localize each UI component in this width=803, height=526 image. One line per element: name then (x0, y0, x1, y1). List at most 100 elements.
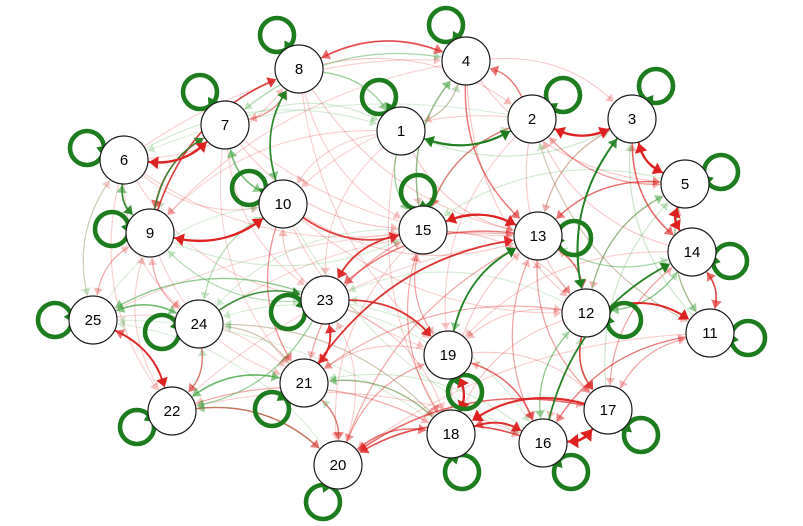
self-loop-17 (621, 415, 661, 455)
edge-arrow-3-14 (663, 225, 674, 236)
edge-13-20 (347, 246, 518, 438)
edge-arrow-7-23 (296, 277, 305, 286)
edge-arrow-18-24 (224, 319, 232, 330)
edge-arrow-24-25 (116, 303, 126, 313)
edge-6-1 (144, 109, 373, 149)
node-5[interactable] (660, 159, 710, 209)
edge-18-20 (360, 428, 428, 447)
node-10[interactable] (258, 179, 308, 229)
edge-3-12 (576, 137, 619, 283)
edge-arrow-11-17 (619, 379, 628, 389)
edge-arrow-11-14 (706, 272, 716, 282)
node-15[interactable] (398, 205, 448, 255)
edge-11-20 (361, 333, 687, 449)
node-12[interactable] (561, 288, 611, 338)
edge-arrow-20-23 (336, 322, 345, 331)
edge-10-7 (230, 154, 263, 193)
edge-arrow-5-2 (549, 137, 558, 146)
edge-arrow-8-1 (378, 101, 387, 111)
edge-arrow-21-12 (553, 304, 562, 314)
edge-2-19 (444, 136, 516, 326)
node-23[interactable] (300, 275, 350, 325)
node-4[interactable] (441, 36, 491, 86)
edge-arrow-19-13 (505, 247, 517, 258)
edge-arrow-9-8 (266, 77, 277, 88)
node-17[interactable] (583, 385, 633, 435)
edge-10-16 (294, 224, 517, 432)
edge-24-22 (191, 347, 203, 389)
edge-3-1 (428, 129, 611, 157)
edge-arrow-13-20 (344, 433, 354, 442)
edge-21-13 (317, 240, 508, 364)
edge-arrow-5-15 (443, 208, 453, 217)
node-1[interactable] (376, 106, 426, 156)
node-3[interactable] (607, 94, 657, 144)
edge-arrow-10-9 (174, 233, 185, 247)
edge-23-19 (348, 299, 428, 333)
self-loop-4 (426, 5, 466, 45)
node-18[interactable] (426, 409, 476, 459)
edge-7-13 (243, 139, 509, 237)
edge-20-23 (338, 325, 356, 443)
edge-arrow-3-2 (554, 127, 566, 139)
node-14[interactable] (667, 227, 717, 277)
node-8[interactable] (274, 44, 324, 94)
edge-arrow-14-17 (605, 377, 616, 386)
edge-4-7 (247, 53, 443, 107)
edge-arrow-2-12 (562, 285, 571, 294)
node-19[interactable] (423, 330, 473, 380)
edge-10-12 (301, 218, 557, 314)
node-9[interactable] (125, 208, 175, 258)
edge-9-15 (171, 241, 397, 267)
edge-24-21 (222, 325, 287, 360)
edge-arrow-4-9 (167, 206, 176, 215)
edge-arrow-23-22 (196, 399, 205, 410)
edge-arrow-19-24 (223, 310, 232, 320)
edge-arrow-13-15 (446, 211, 458, 224)
node-7[interactable] (200, 100, 250, 150)
edge-arrow-2-4 (489, 65, 500, 77)
edge-25-22 (114, 329, 164, 383)
edge-5-12 (592, 195, 665, 285)
edge-arrow-11-2 (537, 142, 546, 152)
node-21[interactable] (279, 358, 329, 408)
edge-arrow-9-25 (93, 287, 103, 296)
self-loop-21 (252, 389, 292, 429)
edge-15-24 (219, 229, 400, 303)
node-24[interactable] (174, 299, 224, 349)
edge-arrow-1-18 (430, 403, 439, 413)
node-11[interactable] (685, 308, 735, 358)
edge-arrow-20-18 (417, 424, 427, 435)
edge-arrow-21-24 (223, 322, 232, 332)
edge-17-18 (477, 396, 586, 418)
node-13[interactable] (513, 211, 563, 261)
edge-arrow-23-10 (278, 229, 288, 237)
edge-20-19 (346, 365, 421, 443)
edge-12-19 (470, 308, 563, 337)
edge-7-15 (239, 143, 394, 229)
node-16[interactable] (518, 418, 568, 468)
edge-arrow-5-11 (687, 302, 697, 313)
edge-1-23 (324, 146, 384, 271)
node-6[interactable] (99, 135, 149, 185)
node-25[interactable] (68, 295, 118, 345)
edge-24-18 (222, 323, 431, 413)
node-22[interactable] (147, 386, 197, 436)
edge-arrow-8-2 (503, 96, 512, 105)
edge-19-20 (348, 363, 426, 438)
node-20[interactable] (313, 440, 363, 490)
edge-6-15 (143, 172, 394, 238)
edge-arrow-15-21 (307, 350, 317, 359)
edge-arrow-10-12 (553, 308, 561, 318)
edge-6-10 (142, 174, 254, 211)
edge-arrow-24-13 (505, 229, 514, 239)
edge-15-20 (334, 247, 407, 436)
edge-19-16 (470, 362, 532, 416)
edge-1-13 (412, 151, 510, 230)
edge-4-5 (479, 79, 656, 182)
edge-15-4 (415, 84, 448, 207)
edge-4-9 (170, 64, 443, 212)
node-2[interactable] (507, 94, 557, 144)
